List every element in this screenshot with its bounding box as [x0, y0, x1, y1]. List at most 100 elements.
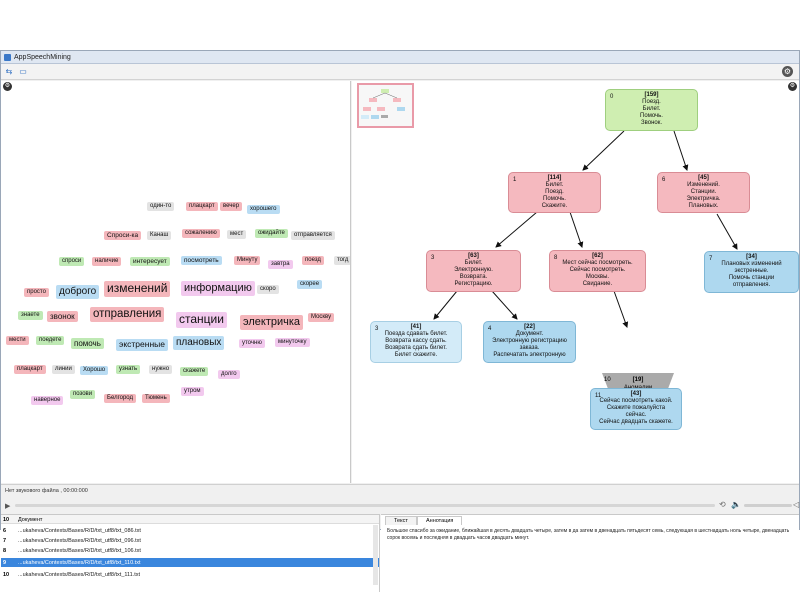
seek-slider[interactable] [15, 504, 715, 507]
audio-file-status: Нет звукового файла , 00:00:000 [5, 488, 88, 494]
cloud-word[interactable]: утром [181, 387, 204, 396]
cloud-word[interactable]: плановых [173, 336, 225, 350]
title-bar: AppSpeechMining [1, 51, 799, 64]
edge-0-6 [673, 130, 689, 171]
cloud-word[interactable]: станции [176, 312, 227, 328]
cloud-settings-icon[interactable]: ⚙ [3, 82, 12, 91]
anomaly-node: [19] Аномалии [624, 377, 652, 391]
cloud-word[interactable]: минуточку [275, 338, 310, 347]
tree-node-4[interactable]: 4 [22] Документ. Электронную регистрацию… [483, 321, 576, 363]
volume-slider[interactable] [744, 504, 792, 507]
cloud-word[interactable]: скоро [257, 285, 279, 294]
cloud-word[interactable]: узнать [116, 365, 141, 374]
cloud-word[interactable]: Хорошо [80, 366, 109, 375]
cloud-word[interactable]: посмотреть [181, 256, 222, 266]
cloud-word[interactable]: скажете [180, 367, 209, 376]
document-row-selected[interactable]: 9 ...ukaheva/Contexts/Bases/R/D/txt_utf8… [1, 558, 379, 567]
cloud-word[interactable]: хорошего [247, 205, 280, 214]
cloud-word[interactable]: звонок [47, 311, 78, 323]
cloud-word[interactable]: поезд [302, 256, 324, 265]
cloud-word[interactable]: изменений [104, 281, 171, 297]
edge-1-8 [569, 211, 584, 248]
window-title: AppSpeechMining [14, 54, 71, 61]
cloud-word[interactable]: сожалению [182, 229, 220, 238]
cloud-word[interactable]: Спроси-ка [104, 231, 142, 241]
annotation-text: Большое спасибо за ожидание, ближайшая в… [387, 528, 790, 542]
cloud-word[interactable]: ожидайте [255, 229, 288, 238]
tree-node-3[interactable]: 3 [63] Билет. Электронную. Возврата. Рег… [426, 250, 521, 292]
cloud-word[interactable]: экстренные [116, 339, 168, 351]
document-row[interactable]: 6 ...ukaheva/Contexts/Bases/R/D/txt_utf8… [3, 528, 141, 534]
cloud-word[interactable]: отправления [90, 307, 165, 323]
audio-status-bar: Нет звукового файла , 00:00:000 ▶ ⟲ 🔈 ◁ [1, 484, 799, 514]
cloud-word[interactable]: спроси [59, 257, 85, 266]
anomaly-node-id: 10 [604, 377, 611, 383]
tree-node-3b[interactable]: 3 [41] Поезда сдавать билет. Возврата ка… [370, 321, 462, 363]
volume-icon[interactable]: 🔈 [731, 500, 741, 509]
tab-text[interactable]: Текст [385, 516, 417, 525]
minimap-graphic [361, 89, 405, 119]
cloud-word[interactable]: скорее [297, 280, 323, 289]
document-list: 10 Документ 6 ...ukaheva/Contexts/Bases/… [1, 514, 380, 592]
volume-knob-icon[interactable]: ◁ [793, 500, 800, 509]
cloud-word[interactable]: Тюмень [142, 394, 170, 403]
text-annotation-pane: Текст Аннотация Большое спасибо за ожида… [381, 514, 799, 592]
cloud-word[interactable]: знаете [18, 311, 43, 320]
settings-gear-icon[interactable]: ⚙ [782, 66, 793, 77]
edge-3-4 [491, 290, 518, 320]
cloud-word[interactable]: интересует [130, 257, 170, 267]
cloud-word[interactable]: электричка [240, 315, 304, 330]
toolbar: ⇆ ▭ ⚙ [1, 64, 799, 80]
cloud-word[interactable]: Москву [308, 313, 335, 322]
panel-icon[interactable]: ▭ [19, 67, 27, 76]
swap-view-icon[interactable]: ⇆ [5, 67, 13, 76]
edge-8-10 [613, 290, 629, 328]
cloud-word[interactable]: плацкарт [186, 202, 218, 211]
cloud-word[interactable]: позови [70, 390, 96, 399]
tree-node-11[interactable]: 11 [43] Сейчас посмотреть какой. Скажите… [590, 388, 682, 430]
cloud-word[interactable]: доброго [56, 285, 100, 299]
document-column-header[interactable]: Документ [18, 517, 43, 523]
cloud-word[interactable]: просто [24, 288, 49, 297]
tree-node-1[interactable]: 1 [114] Билет. Поезд. Помочь. Скажите. [508, 172, 601, 213]
document-list-scrollbar[interactable] [373, 525, 378, 585]
document-row[interactable]: 8 ...ukaheva/Contexts/Bases/R/D/txt_utf8… [3, 548, 141, 554]
cloud-word[interactable]: вечер [220, 202, 243, 211]
tab-annotation[interactable]: Аннотация [417, 516, 463, 525]
document-row[interactable]: 7 ...ukaheva/Contexts/Bases/R/D/txt_utf8… [3, 538, 141, 544]
cloud-word[interactable]: уточню [239, 339, 265, 348]
edge-1-3 [495, 211, 538, 248]
cloud-word[interactable]: отправляется [291, 231, 335, 240]
cloud-word[interactable]: долго [218, 370, 240, 379]
cloud-word[interactable]: один-то [147, 202, 175, 211]
cloud-word[interactable]: информацию [181, 281, 255, 296]
cloud-word[interactable]: тогд [334, 256, 350, 265]
tree-settings-icon[interactable]: ⚙ [788, 82, 797, 91]
cloud-word[interactable]: нужно [149, 365, 173, 374]
cloud-word[interactable]: линии [52, 365, 75, 374]
edge-6-7 [716, 213, 738, 250]
tree-minimap[interactable] [357, 83, 414, 128]
document-row[interactable]: 10 ...ukaheva/Contexts/Bases/R/D/txt_utf… [3, 572, 141, 578]
tree-node-7[interactable]: 7 [34] Плановых изменений экстренные. По… [704, 251, 799, 293]
tree-node-0[interactable]: 0 [159] Поезд. Билет. Помочь. Звонок. [605, 89, 698, 131]
cloud-word[interactable]: завтра [268, 260, 293, 269]
cloud-word[interactable]: плацкарт [14, 365, 46, 374]
cluster-tree-pane: ⚙ [352, 81, 799, 483]
cloud-word[interactable]: Белгород [104, 394, 137, 403]
cloud-word[interactable]: помочь [71, 338, 104, 350]
cloud-word[interactable]: наверное [31, 396, 64, 405]
cloud-word[interactable]: Канаш [147, 231, 172, 240]
cloud-word[interactable]: мести [6, 336, 29, 345]
cloud-word[interactable]: Минуту [234, 256, 261, 265]
tree-node-6[interactable]: 6 [45] Изменений. Станции. Электричка. П… [657, 172, 750, 213]
cloud-word[interactable]: поедете [36, 336, 65, 345]
tree-node-8[interactable]: 8 [62] Мест сейчас посмотреть. Сейчас по… [549, 250, 646, 292]
play-icon[interactable]: ▶ [5, 503, 11, 510]
cloud-word[interactable]: мест [227, 230, 247, 239]
cloud-word[interactable]: наличие [92, 257, 122, 266]
audio-player: ▶ ⟲ 🔈 ◁ [3, 499, 800, 512]
replay-icon[interactable]: ⟲ [719, 500, 726, 509]
